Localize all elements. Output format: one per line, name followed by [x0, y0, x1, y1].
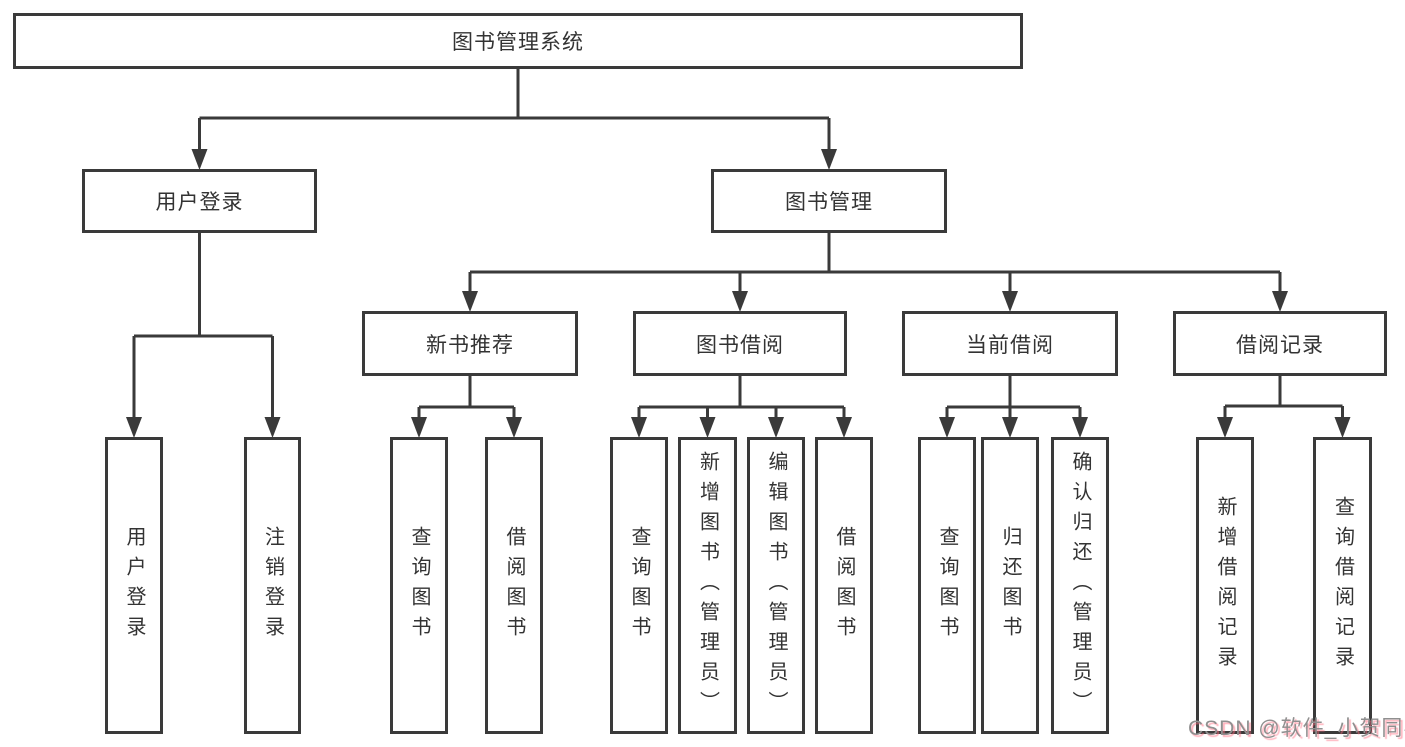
node-book-management: 图书管理	[711, 169, 947, 233]
node-label: 图书管理系统	[452, 31, 584, 54]
node-current-borrow: 当前借阅	[902, 311, 1118, 376]
arrowhead-icon	[1002, 417, 1018, 438]
node-user-login: 用户登录	[82, 169, 317, 233]
edge-path	[637, 376, 846, 422]
edge-path	[468, 233, 1282, 296]
arrowhead-icon	[768, 417, 784, 438]
node-leaf-borrow-book-1: 借阅图书	[485, 437, 543, 734]
arrowhead-icon	[1272, 291, 1288, 312]
arrowhead-icon	[191, 149, 208, 170]
edge-path	[198, 69, 831, 154]
arrowhead-icon	[264, 417, 281, 438]
node-label: 新增借阅记录	[1214, 495, 1236, 676]
edge-path	[1223, 376, 1344, 422]
edge-path	[132, 233, 274, 422]
node-label: 借阅图书	[503, 525, 525, 646]
node-leaf-add-borrow-record: 新增借阅记录	[1196, 437, 1254, 734]
node-label: 图书借阅	[696, 333, 784, 357]
node-book-borrow: 图书借阅	[633, 311, 847, 376]
edge-group-borrow-records	[1217, 376, 1351, 438]
edge-group-current-borrow	[939, 376, 1088, 438]
edge-group-book-borrow	[631, 376, 852, 438]
arrowhead-icon	[821, 149, 837, 170]
arrowhead-icon	[411, 417, 427, 438]
node-leaf-add-book: 新增图书（管理员）	[678, 437, 737, 734]
edge-group-root	[191, 69, 837, 170]
node-leaf-query-borrow-record: 查询借阅记录	[1313, 437, 1372, 734]
node-label: 归还图书	[999, 525, 1021, 646]
node-label: 新书推荐	[426, 333, 514, 357]
edge-path	[945, 376, 1082, 422]
edge-group-new-book-recommend	[411, 376, 522, 438]
edge-path	[417, 376, 516, 422]
node-leaf-query-book-2: 查询图书	[610, 437, 668, 734]
node-label: 查询图书	[628, 525, 650, 646]
node-new-book-recommend: 新书推荐	[362, 311, 578, 376]
node-label: 查询图书	[408, 525, 430, 646]
arrowhead-icon	[1217, 417, 1233, 438]
node-leaf-query-book-3: 查询图书	[918, 437, 976, 734]
node-leaf-borrow-book-2: 借阅图书	[815, 437, 873, 734]
arrowhead-icon	[462, 291, 478, 312]
node-label: 借阅图书	[833, 525, 855, 646]
node-label: 当前借阅	[966, 333, 1054, 357]
arrowhead-icon	[126, 417, 142, 438]
arrowhead-icon	[1002, 291, 1018, 312]
node-label: 图书管理	[785, 191, 873, 214]
node-leaf-logout: 注销登录	[244, 437, 301, 734]
node-label: 注销登录	[261, 525, 284, 646]
node-label: 借阅记录	[1236, 333, 1324, 357]
arrowhead-icon	[836, 417, 852, 438]
node-label: 确认归还（管理员）	[1069, 450, 1091, 721]
arrowhead-icon	[1334, 417, 1351, 438]
node-leaf-edit-book: 编辑图书（管理员）	[747, 437, 805, 734]
arrowhead-icon	[732, 291, 748, 312]
arrowhead-icon	[1072, 417, 1088, 438]
node-borrow-records: 借阅记录	[1173, 311, 1387, 376]
node-leaf-user-login: 用户登录	[105, 437, 163, 734]
arrowhead-icon	[631, 417, 647, 438]
node-leaf-confirm-return: 确认归还（管理员）	[1051, 437, 1109, 734]
arrowhead-icon	[699, 417, 716, 438]
node-label: 查询图书	[936, 525, 958, 646]
arrowhead-icon	[939, 417, 955, 438]
watermark: CSDN @软件_小贺同学	[1188, 717, 1405, 740]
edge-group-user-login	[126, 233, 281, 438]
node-label: 新增图书（管理员）	[696, 450, 719, 721]
node-leaf-return-book: 归还图书	[981, 437, 1039, 734]
node-label: 用户登录	[123, 525, 145, 646]
node-label: 用户登录	[155, 191, 244, 214]
node-label: 查询借阅记录	[1331, 495, 1354, 676]
edge-group-book-management	[462, 233, 1288, 312]
node-root: 图书管理系统	[13, 13, 1023, 69]
arrowhead-icon	[506, 417, 522, 438]
node-leaf-query-book-1: 查询图书	[390, 437, 448, 734]
node-label: 编辑图书（管理员）	[765, 450, 787, 721]
